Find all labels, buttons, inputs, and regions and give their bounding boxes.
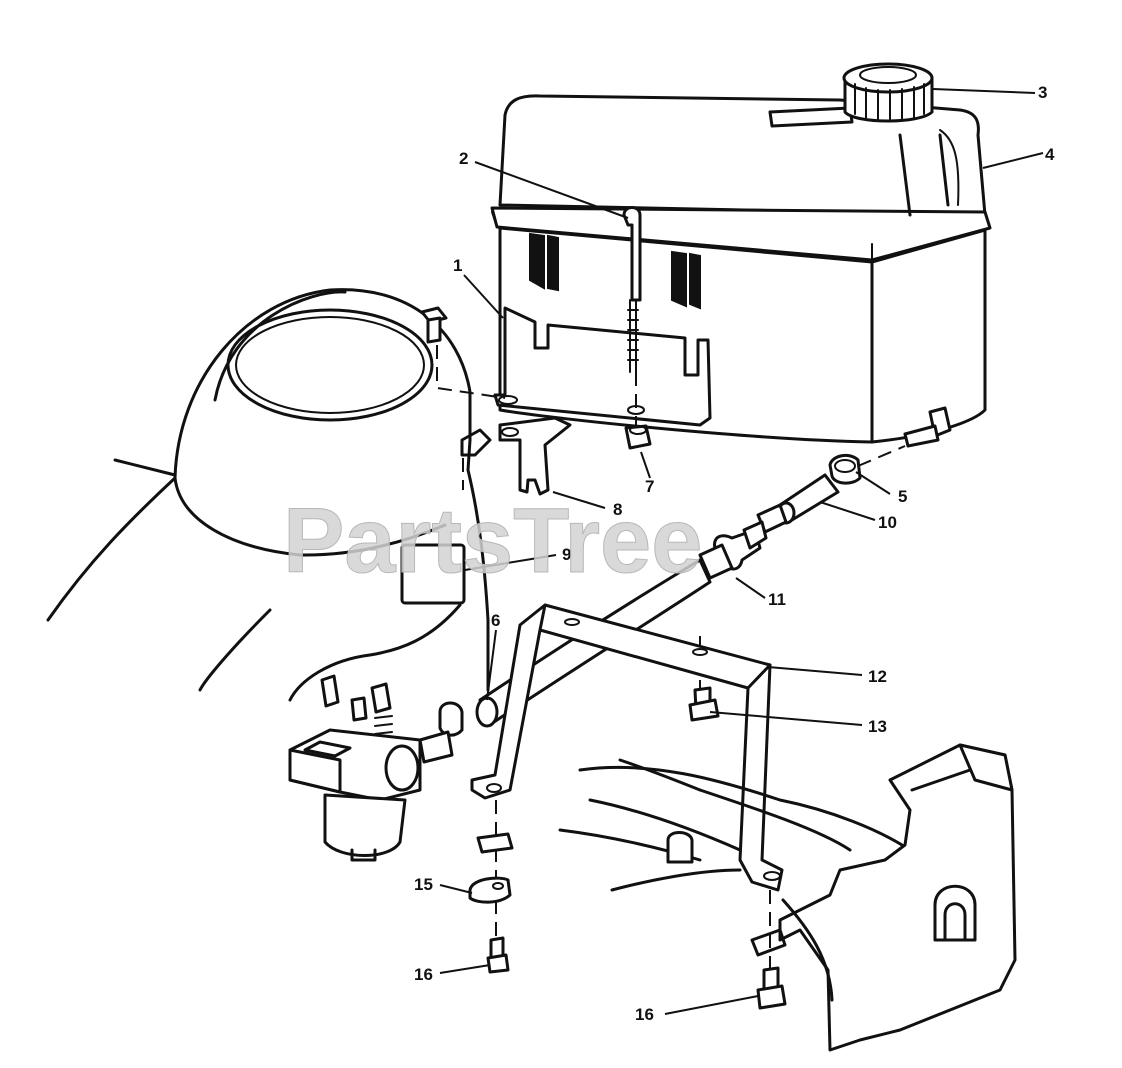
callout-16-right: 16 <box>635 1005 654 1024</box>
watermark: PartsTree <box>283 490 702 592</box>
carburetor <box>288 674 454 862</box>
callout-11: 11 <box>768 590 786 609</box>
frame-bracket-screw <box>688 686 720 722</box>
leader-lines <box>439 88 1044 1015</box>
callout-13: 13 <box>868 717 887 736</box>
tank-nut <box>624 424 652 450</box>
filler-cap <box>842 62 934 123</box>
callout-3: 3 <box>1038 83 1047 102</box>
engine-shroud <box>46 288 492 702</box>
callout-16-left: 16 <box>414 965 433 984</box>
callout-7: 7 <box>645 477 654 496</box>
callout-1: 1 <box>453 256 462 275</box>
callout-4: 4 <box>1045 145 1055 164</box>
cable-clip <box>468 876 512 904</box>
bolt-left <box>486 936 510 974</box>
hose-clamp-carb <box>438 701 464 737</box>
callout-labels: 1 2 3 4 5 6 7 8 9 10 11 12 13 15 16 16 <box>414 83 1055 1024</box>
callout-10: 10 <box>878 513 897 532</box>
bolt-right <box>756 966 787 1010</box>
callout-15: 15 <box>414 875 433 894</box>
mounting-bracket <box>498 416 572 496</box>
frame-bracket <box>470 603 784 892</box>
tank-strap <box>622 206 642 373</box>
callout-5: 5 <box>898 487 907 506</box>
tank-bracket <box>493 306 712 427</box>
chassis-frame <box>558 743 1017 1052</box>
callout-8: 8 <box>613 500 622 519</box>
fuel-line-upper <box>776 473 840 525</box>
fuel-filter <box>698 520 768 580</box>
clip-plate <box>476 832 514 854</box>
callout-12: 12 <box>868 667 887 686</box>
callout-6: 6 <box>491 611 500 630</box>
hose-clamp-upper <box>828 453 862 485</box>
callout-9: 9 <box>562 545 571 564</box>
callout-2: 2 <box>459 149 468 168</box>
bracket-screw <box>420 306 448 344</box>
